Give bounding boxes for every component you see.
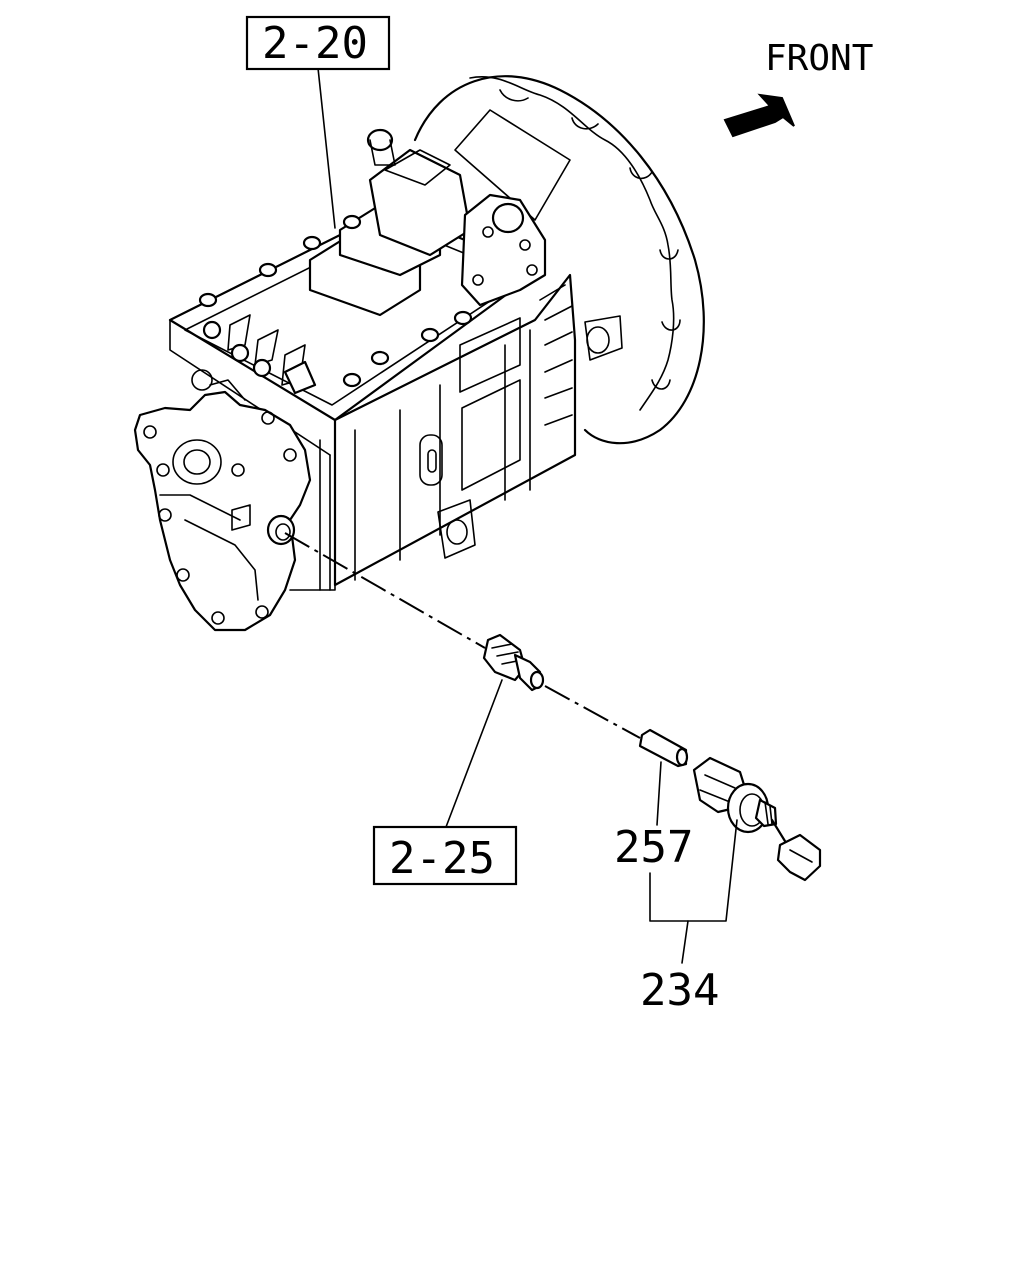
leader-lines (317, 67, 738, 964)
switch-assembly (692, 756, 822, 882)
front-arrow-icon (723, 93, 795, 138)
pin-part (638, 728, 689, 768)
rear-housing (133, 369, 312, 632)
front-indicator: FRONT (723, 38, 873, 138)
cover-bolts (198, 214, 473, 395)
part-number-switch[interactable]: 234 (640, 965, 719, 1016)
assembly-centerline-2 (544, 685, 641, 739)
transmission-assembly (133, 75, 705, 632)
clutch-housing (413, 75, 705, 445)
front-label: FRONT (765, 38, 873, 79)
shift-tower (202, 128, 547, 386)
label-ref-top[interactable]: 2-20 (245, 15, 391, 71)
sensor-bolt (482, 633, 545, 692)
ref-sensor-bolt-text: 2-25 (389, 833, 495, 884)
sensor-port (266, 514, 296, 546)
label-ref-sensor-bolt[interactable]: 2-25 (372, 825, 518, 886)
part-number-pin[interactable]: 257 (614, 822, 693, 873)
assembly-centerline-1 (284, 532, 486, 649)
ref-top-text: 2-20 (262, 18, 368, 69)
